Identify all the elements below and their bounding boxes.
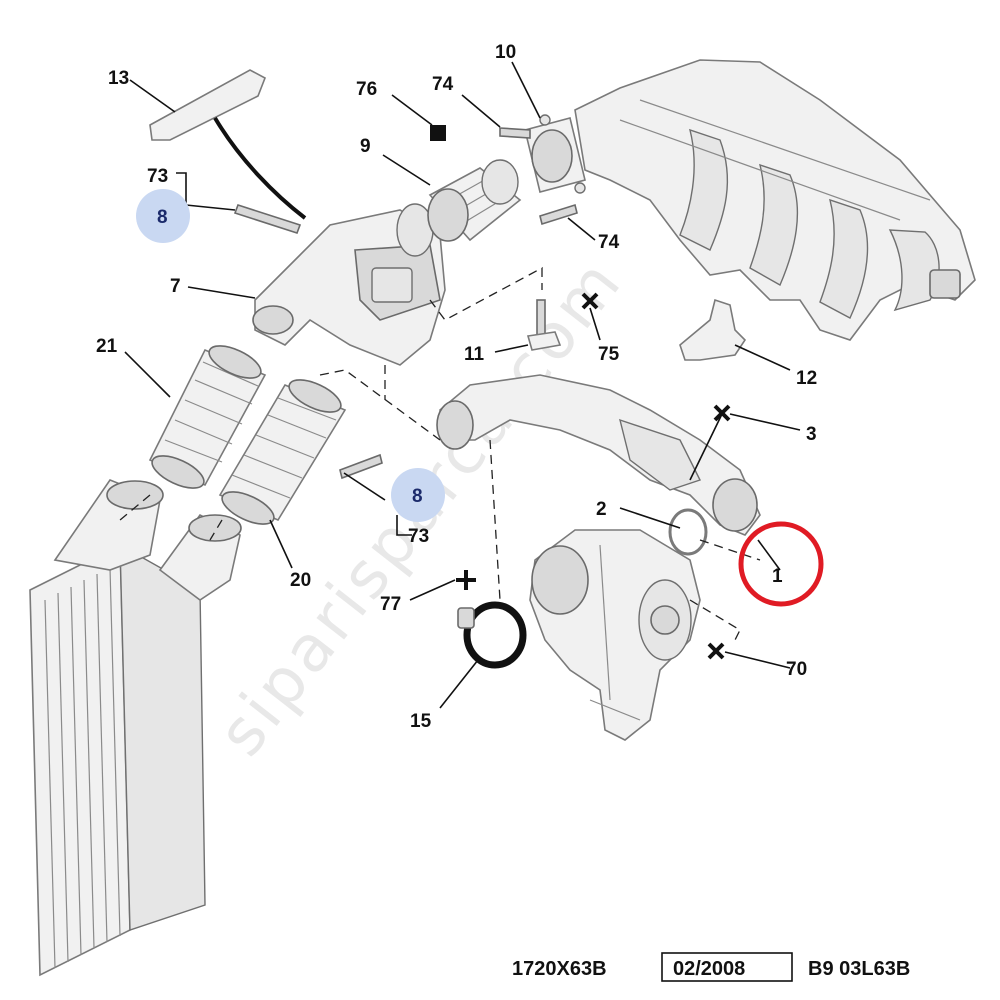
callout-21: 21 <box>96 336 118 357</box>
cross-icon <box>713 404 731 422</box>
coupling-9 <box>427 159 522 242</box>
hose-21 <box>148 345 267 489</box>
callout-2: 2 <box>596 499 607 520</box>
pipe-3 <box>436 374 761 536</box>
callout-1: 1 <box>772 566 783 587</box>
callout-labels: 13 76 74 10 9 73 8 74 7 21 11 75 12 3 8 … <box>96 42 824 732</box>
clamp-15 <box>457 601 527 669</box>
bolts <box>233 127 578 480</box>
bracket-12 <box>679 298 747 361</box>
callout-74-mid: 74 <box>598 232 620 253</box>
footer-engine-code: B9 03L63B <box>808 958 910 980</box>
footer: 1720X63B 02/2008 B9 03L63B <box>512 952 910 982</box>
hose-20 <box>218 379 347 525</box>
callout-70: 70 <box>786 659 807 680</box>
footer-ref-code: 1720X63B <box>512 958 607 980</box>
callout-11: 11 <box>464 344 485 365</box>
leader-lines <box>124 61 801 709</box>
blue-badge-8-top <box>136 189 190 243</box>
seal-2 <box>668 508 708 556</box>
intercooler <box>29 479 242 977</box>
callout-10: 10 <box>495 42 516 63</box>
callout-7: 7 <box>170 276 181 297</box>
callout-8-top: 8 <box>157 207 168 228</box>
callout-12: 12 <box>796 368 817 389</box>
throttle-body-7 <box>252 203 446 366</box>
callout-13: 13 <box>108 68 129 89</box>
callout-3: 3 <box>806 424 817 445</box>
blue-badge-8-bottom <box>391 468 445 522</box>
callout-77: 77 <box>380 594 401 615</box>
assembly-lines <box>119 266 761 641</box>
gasket-13 <box>149 69 267 141</box>
callout-76: 76 <box>356 79 377 100</box>
footer-date: 02/2008 <box>673 958 745 980</box>
callout-15: 15 <box>410 711 432 732</box>
callout-8-bottom: 8 <box>412 486 423 507</box>
filled-square-icon <box>430 125 446 141</box>
intake-manifold <box>574 59 976 341</box>
footer-date-box <box>661 952 793 982</box>
turbocharger <box>529 529 701 741</box>
callout-74-top: 74 <box>432 74 454 95</box>
callout-73-bottom: 73 <box>408 526 429 547</box>
callout-73-top: 73 <box>147 166 168 187</box>
callout-75: 75 <box>598 344 620 365</box>
callout-20: 20 <box>290 570 311 591</box>
callout-9: 9 <box>360 136 371 157</box>
highlight-circle-1 <box>738 521 824 607</box>
cross-icon <box>707 642 725 660</box>
plus-icon <box>456 570 476 590</box>
cross-icon <box>581 292 599 310</box>
bolt-11 <box>526 299 562 351</box>
flange-10 <box>524 114 586 194</box>
